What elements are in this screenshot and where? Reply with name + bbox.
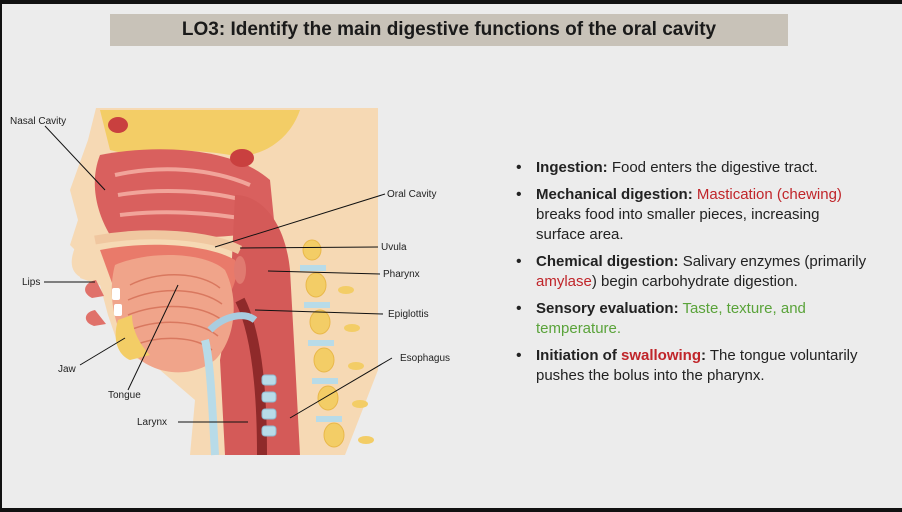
label-nasal-cavity: Nasal Cavity bbox=[10, 116, 66, 127]
skull-bone bbox=[100, 110, 300, 156]
spine bbox=[302, 239, 345, 448]
bullet-sensory-evaluation: Sensory evaluation: Taste, texture, and … bbox=[512, 299, 872, 339]
palate bbox=[94, 230, 243, 255]
label-pharynx: Pharynx bbox=[383, 269, 420, 280]
left-border bbox=[0, 0, 2, 512]
bullet-mechanical-digestion: Mechanical digestion: Mastication (chewi… bbox=[512, 185, 872, 245]
function-list: Ingestion: Food enters the digestive tra… bbox=[512, 158, 872, 393]
label-lips: Lips bbox=[22, 277, 40, 288]
label-jaw: Jaw bbox=[58, 364, 77, 375]
bullet-swallowing: Initiation of swallowing: The tongue vol… bbox=[512, 346, 872, 386]
label-epiglottis: Epiglottis bbox=[388, 309, 429, 320]
oral-cavity-diagram: Nasal Cavity Oral Cavity Uvula Pharynx L… bbox=[10, 108, 450, 456]
bottom-border bbox=[0, 508, 902, 512]
top-border bbox=[0, 0, 902, 4]
label-uvula: Uvula bbox=[381, 242, 407, 253]
label-esophagus: Esophagus bbox=[400, 353, 450, 364]
slide-title: LO3: Identify the main digestive functio… bbox=[110, 14, 788, 46]
label-oral-cavity: Oral Cavity bbox=[387, 189, 436, 200]
bullet-ingestion: Ingestion: Food enters the digestive tra… bbox=[512, 158, 872, 178]
jaw-bone bbox=[115, 315, 150, 360]
uvula-shape bbox=[234, 256, 246, 284]
label-larynx: Larynx bbox=[137, 417, 167, 428]
label-tongue: Tongue bbox=[108, 390, 141, 401]
bullet-chemical-digestion: Chemical digestion: Salivary enzymes (pr… bbox=[512, 252, 872, 292]
